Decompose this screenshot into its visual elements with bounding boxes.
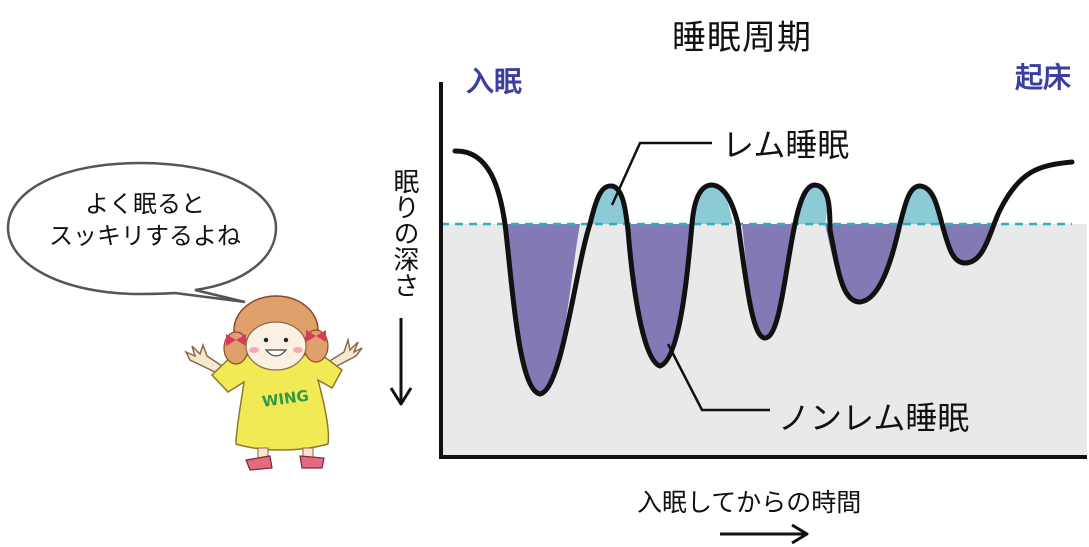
depth-arrow-icon: [389, 318, 413, 406]
nrem-region-1: [505, 224, 580, 394]
wake-up-marker: 起床: [1015, 61, 1072, 94]
nrem-sleep-label: ノンレム睡眠: [778, 399, 970, 437]
nrem-leader-line: [666, 343, 770, 412]
y-axis-label: 眠りの深さ: [389, 168, 419, 298]
nrem-region-3: [742, 224, 795, 338]
speech-bubble-line-1: よく眠ると: [85, 190, 205, 218]
sleep-onset-marker: 入眠: [466, 65, 523, 98]
girl-character-illustration: [184, 295, 363, 471]
rem-leader-line: [610, 141, 712, 206]
diagram-title: 睡眠周期: [672, 18, 812, 58]
rem-sleep-label: レム睡眠: [722, 126, 850, 164]
x-axis-label: 入眠してからの時間: [637, 488, 862, 517]
rem-region-2: [692, 185, 733, 224]
speech-bubble: [6, 161, 278, 304]
time-arrow-icon: [720, 523, 809, 545]
speech-bubble-line-2: スッキリするよね: [49, 222, 241, 250]
speech-bubble-text: よく眠ると スッキリするよね: [20, 188, 270, 252]
rem-region-3: [795, 185, 828, 224]
sleep-depth-curve: [452, 148, 1075, 397]
